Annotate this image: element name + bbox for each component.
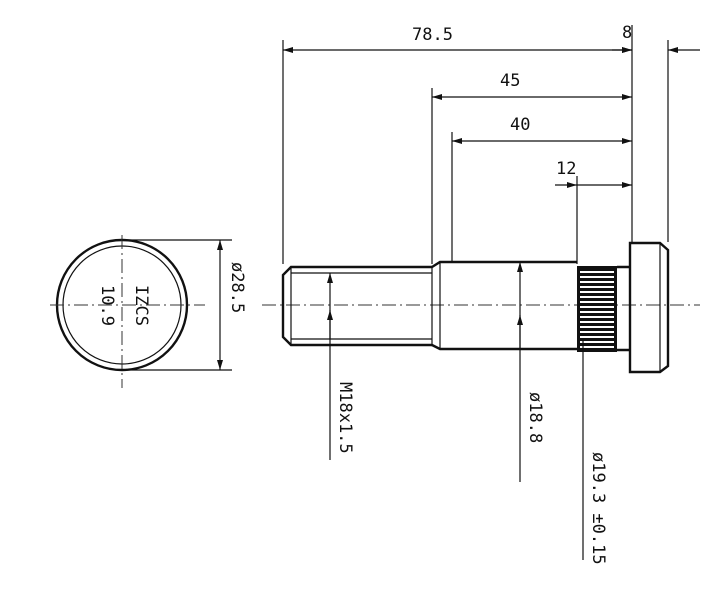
knurl-diameter-label: ø19.3 ±0.15 xyxy=(588,452,608,565)
length-40-label: 40 xyxy=(510,115,530,135)
undercut xyxy=(617,265,630,352)
shank-diameter-label: ø18.8 xyxy=(525,392,545,443)
overall-length-label: 78.5 xyxy=(412,25,453,45)
diameter-callouts: M18x1.5 ø18.8 ø19.3 ±0.15 xyxy=(327,262,608,565)
thread-section xyxy=(281,265,432,347)
head-marking-line2: 10.9 xyxy=(97,285,117,326)
knurl-grooves xyxy=(580,271,614,348)
head-section xyxy=(628,241,670,374)
knurl-section xyxy=(577,266,617,352)
end-view: IZCS 10.9 ø28.5 xyxy=(50,235,247,388)
length-dimensions: 78.5 8 45 40 12 xyxy=(282,23,700,264)
knurl-length-label: 12 xyxy=(556,159,576,179)
side-view xyxy=(262,241,700,374)
thread-label: M18x1.5 xyxy=(335,382,355,454)
head-marking-line1: IZCS xyxy=(131,285,151,326)
head-thickness-label: 8 xyxy=(622,23,632,43)
head-diameter-label: ø28.5 xyxy=(227,262,247,313)
length-45-label: 45 xyxy=(500,71,520,91)
